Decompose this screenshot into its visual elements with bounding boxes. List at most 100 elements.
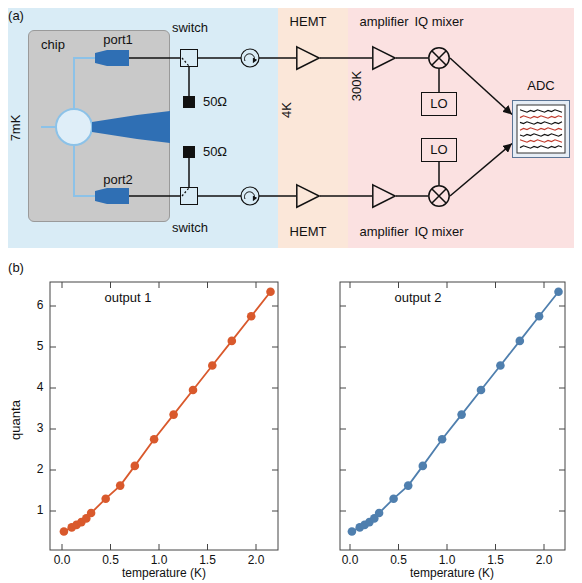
amplifier-triangle xyxy=(373,185,395,207)
node-outline xyxy=(181,188,199,206)
data-point xyxy=(477,386,486,395)
adc-trace xyxy=(520,140,562,142)
tick xyxy=(207,544,208,550)
mixer-label: IQ mixer xyxy=(414,225,463,239)
data-point xyxy=(419,462,428,471)
tick xyxy=(544,544,545,550)
data-point xyxy=(150,435,159,444)
node-outline xyxy=(181,50,199,68)
axis-title: temperature (K) xyxy=(122,567,206,580)
tick-label: 1.5 xyxy=(199,554,216,567)
mixer-symbol: IQ mixer xyxy=(428,47,450,69)
mixer-circle xyxy=(429,48,449,68)
chip-label: chip xyxy=(41,38,65,52)
data-point xyxy=(60,527,69,536)
mixer-circle xyxy=(429,186,449,206)
tick-label: 2.0 xyxy=(248,554,265,567)
tick xyxy=(350,544,351,550)
plot-data xyxy=(50,282,565,550)
plot-frame xyxy=(50,282,278,550)
signal-wire xyxy=(170,195,180,197)
mixer-label: IQ mixer xyxy=(414,15,463,29)
tick-label: 4 xyxy=(37,381,44,394)
termination-load: 50Ω xyxy=(183,96,195,108)
tick xyxy=(340,470,346,471)
tick xyxy=(495,282,496,288)
signal-wire xyxy=(438,162,440,185)
data-point xyxy=(131,462,140,471)
switch-label: switch xyxy=(172,21,208,35)
tick-label: 5 xyxy=(37,340,44,353)
circulator xyxy=(241,187,259,205)
tick xyxy=(50,511,56,512)
adc-trace xyxy=(520,122,562,124)
node-outline xyxy=(428,185,450,207)
data-point xyxy=(348,527,357,536)
oscillator-label: LO xyxy=(430,143,447,157)
wire xyxy=(129,195,170,197)
tick xyxy=(272,470,278,471)
fit-curve xyxy=(352,292,559,532)
tick-label: 1.0 xyxy=(439,554,456,567)
port-pad xyxy=(95,188,129,204)
tick xyxy=(110,282,111,288)
adc-screen xyxy=(517,105,565,153)
oscillator-label: LO xyxy=(430,97,447,111)
signal-wire xyxy=(396,57,428,59)
data-point xyxy=(535,312,544,321)
amplifier-symbol: amplifier xyxy=(372,184,396,208)
room-stage-ground xyxy=(348,8,574,248)
tick xyxy=(50,470,56,471)
amplifier-symbol: HEMT xyxy=(296,46,320,70)
amplifier-label: HEMT xyxy=(290,15,327,29)
signal-wire xyxy=(188,158,190,187)
data-point xyxy=(228,337,237,346)
switch-arm xyxy=(182,188,189,196)
load-label: 50Ω xyxy=(203,145,227,159)
signal-wire xyxy=(320,57,372,59)
stage-label: 7mK xyxy=(9,115,23,142)
chip: chip xyxy=(28,30,170,222)
tick xyxy=(447,282,448,288)
node-outline xyxy=(428,47,450,69)
mixer-symbol: IQ mixer xyxy=(428,185,450,207)
temperature-stage: 4KHEMTHEMT xyxy=(278,8,348,248)
tick xyxy=(62,282,63,288)
data-point xyxy=(496,361,505,370)
signal-wire xyxy=(320,195,372,197)
tick-label: 2 xyxy=(37,463,44,476)
tick xyxy=(350,282,351,288)
tick xyxy=(50,347,56,348)
adc-trace xyxy=(520,146,562,148)
data-point xyxy=(516,337,525,346)
temperature-stage: 7mK chip switch switch 50Ω 50Ω xyxy=(8,8,278,248)
amplifier-symbol: HEMT xyxy=(296,184,320,208)
tick xyxy=(544,282,545,288)
port-label: port2 xyxy=(103,173,133,187)
tick xyxy=(398,544,399,550)
tick xyxy=(272,347,278,348)
signal-wire xyxy=(188,67,190,96)
tick-label: 3 xyxy=(37,422,44,435)
fit-curve xyxy=(64,292,271,532)
amplifier-triangle xyxy=(373,47,395,69)
switch-box: switch xyxy=(180,187,198,205)
stage-label: 300K xyxy=(350,71,364,101)
data-point xyxy=(389,494,398,503)
tick-label: 0.0 xyxy=(54,554,71,567)
adc-trace xyxy=(520,128,562,130)
switch-box: switch xyxy=(180,49,198,67)
data-point xyxy=(208,361,217,370)
signal-wire xyxy=(170,57,180,59)
adc-label: ADC xyxy=(527,79,554,93)
tick xyxy=(272,429,278,430)
data-point xyxy=(404,481,413,490)
chip-island xyxy=(56,109,92,145)
adc-frame xyxy=(513,101,570,158)
circulator xyxy=(241,49,259,67)
data-point xyxy=(116,481,125,490)
data-point xyxy=(438,435,447,444)
tick xyxy=(340,388,346,389)
data-point xyxy=(457,410,466,419)
